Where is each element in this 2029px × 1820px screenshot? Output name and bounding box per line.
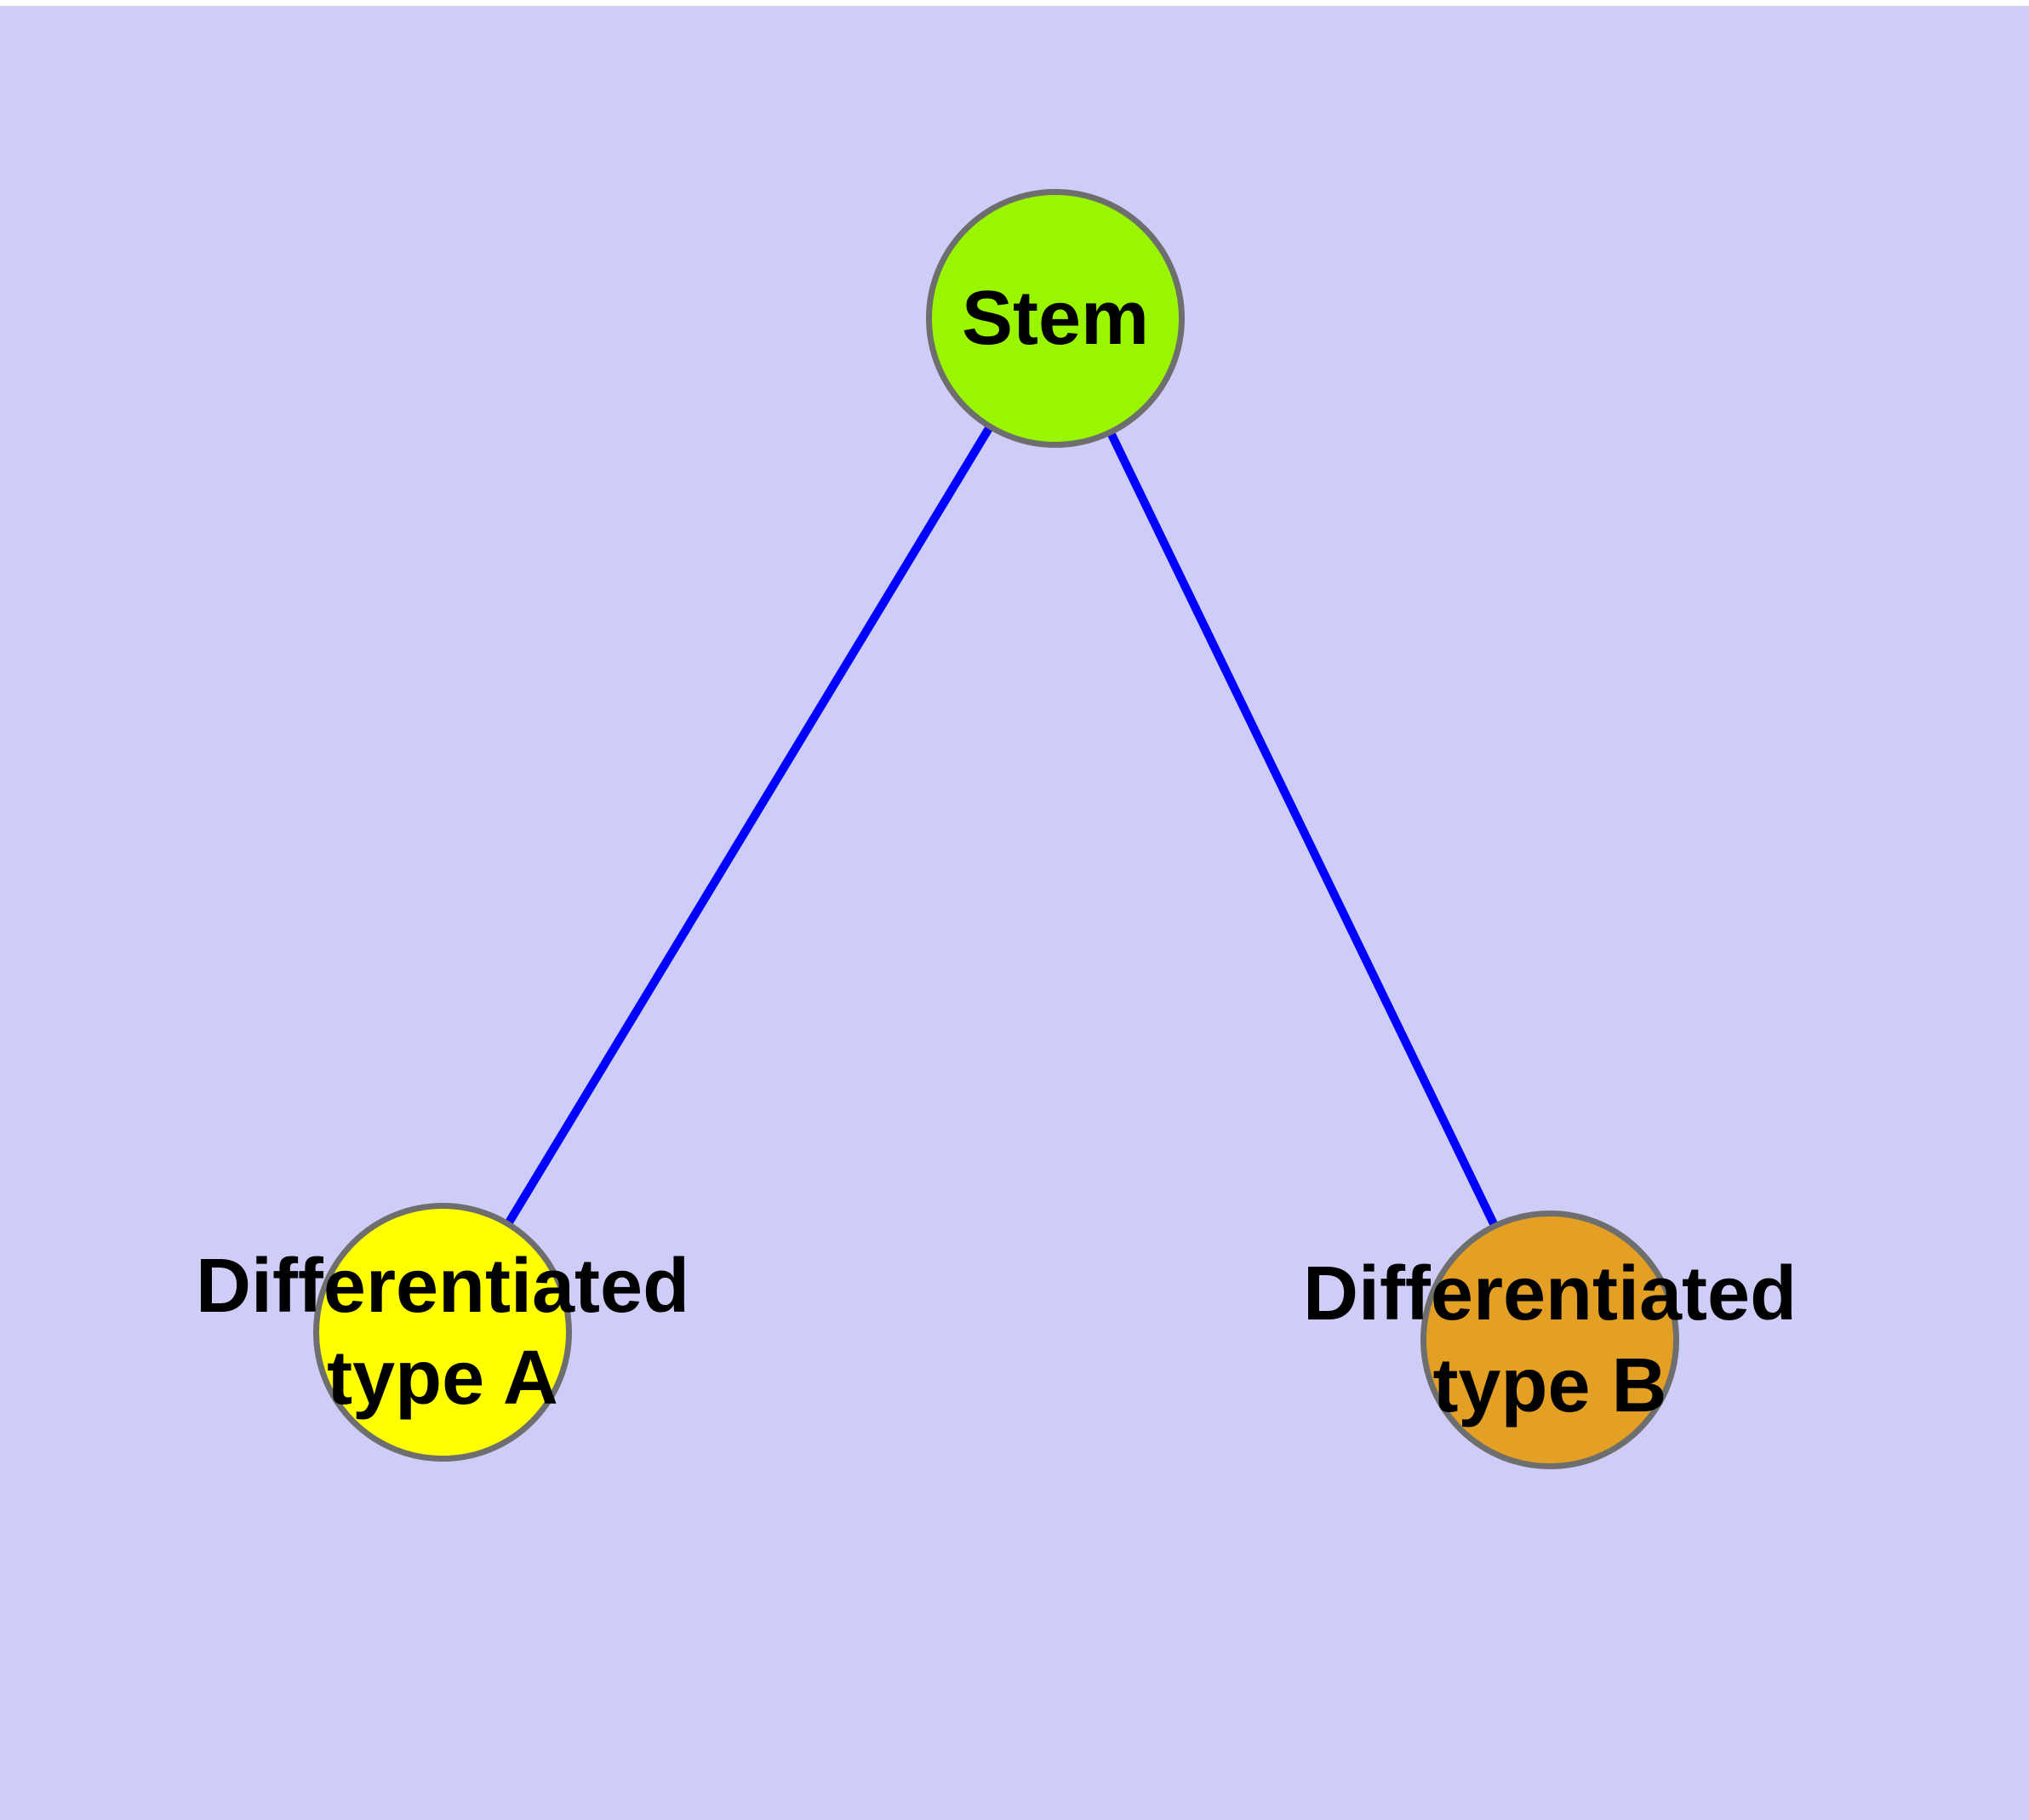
node-differentiated-type-b-label-line1: Differentiated: [1302, 1251, 1798, 1336]
node-differentiated-type-a-label-line2: type A: [327, 1336, 558, 1421]
node-differentiated-type-b: Differentiated type B: [1303, 1210, 1797, 1469]
node-differentiated-type-a-label-line1: Differentiated: [195, 1244, 690, 1329]
node-stem: Stem: [926, 189, 1185, 448]
node-differentiated-type-a: Differentiated type A: [196, 1203, 689, 1462]
edge-stem-to-differentiated-type-b: [1051, 316, 1554, 1342]
diagram-background: Stem Differentiated type A Differentiate…: [0, 6, 2029, 1820]
node-stem-label: Stem: [962, 272, 1149, 364]
node-differentiated-type-b-label: Differentiated type B: [1303, 1248, 1797, 1432]
node-differentiated-type-a-label: Differentiated type A: [196, 1240, 689, 1424]
node-stem-label-line: Stem: [961, 276, 1150, 361]
node-differentiated-type-b-label-line2: type B: [1432, 1343, 1667, 1428]
edge-layer: [438, 316, 1554, 1342]
edge-stem-to-differentiated-type-a: [438, 316, 1060, 1335]
